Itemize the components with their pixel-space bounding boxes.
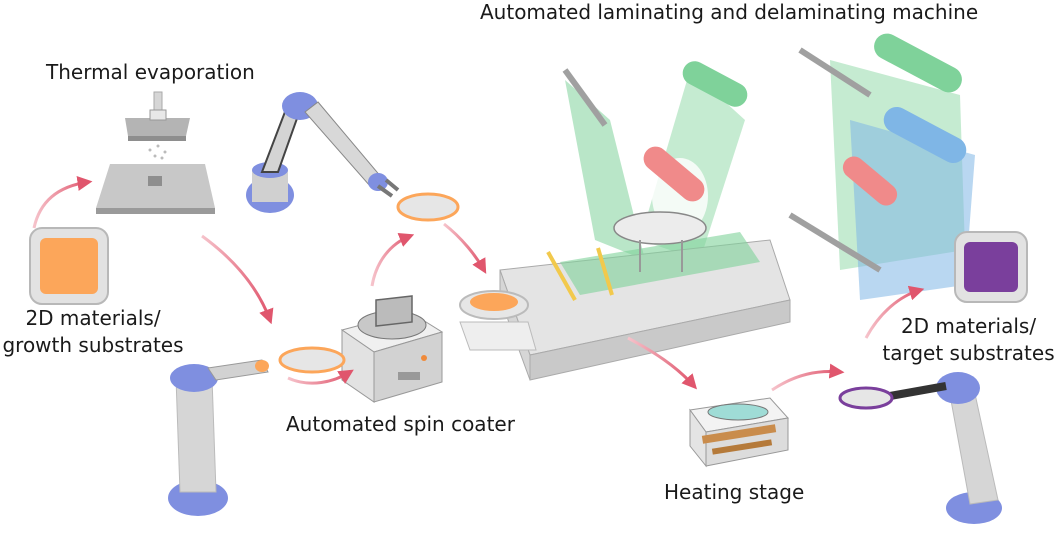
arrow-spincoater-to-robot	[370, 232, 415, 287]
arrow-robot-to-target	[864, 285, 925, 339]
arrow-heating-to-robot	[771, 363, 845, 392]
label-heating-stage: Heating stage	[664, 480, 805, 504]
arrow-machine-to-heating	[627, 336, 698, 390]
heating-stage	[689, 397, 789, 468]
label-thermal-evaporation: Thermal evaporation	[46, 60, 255, 84]
thermal-evaporator	[96, 91, 215, 214]
label-target-line1: 2D materials/	[900, 314, 1037, 338]
arrow-robot-to-machine	[443, 222, 487, 274]
label-growth-line2: growth substrates	[2, 333, 184, 357]
robot-arm-bottom-left	[168, 346, 346, 516]
label-target-line2: target substrates	[882, 341, 1055, 365]
robot-arm-top	[246, 92, 460, 222]
label-spin-coater: Automated spin coater	[286, 412, 515, 436]
lamination-machine	[459, 33, 975, 381]
target-substrate-holder	[954, 231, 1028, 303]
arrow-evaporation-to-robot	[201, 234, 274, 325]
robot-arm-bottom-right	[838, 372, 1002, 524]
growth-substrate-holder	[29, 227, 109, 305]
spin-coater	[340, 295, 444, 403]
workflow-arrows	[32, 176, 925, 392]
arrow-robot-to-spincoater	[287, 369, 354, 385]
arrow-growth-to-evaporation	[32, 176, 93, 229]
label-lamination-machine: Automated laminating and delaminating ma…	[480, 0, 979, 24]
label-growth-line1: 2D materials/	[25, 306, 161, 330]
